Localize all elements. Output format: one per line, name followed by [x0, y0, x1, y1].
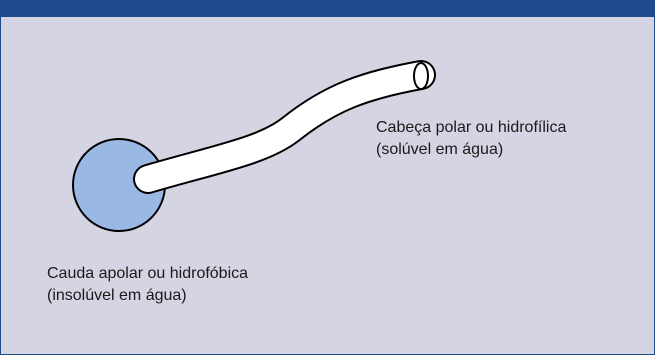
head-label-line2: (solúvel em água)	[376, 139, 566, 161]
tail-label: Cauda apolar ou hidrofóbica (insolúvel e…	[47, 263, 248, 307]
tail-label-line1: Cauda apolar ou hidrofóbica	[47, 263, 248, 285]
header-bar-shape	[1, 1, 655, 17]
molecule-tail-opening	[414, 63, 428, 89]
head-label: Cabeça polar ou hidrofílica (solúvel em …	[376, 117, 566, 161]
head-label-line1: Cabeça polar ou hidrofílica	[376, 117, 566, 139]
tail-label-line2: (insolúvel em água)	[47, 285, 248, 307]
